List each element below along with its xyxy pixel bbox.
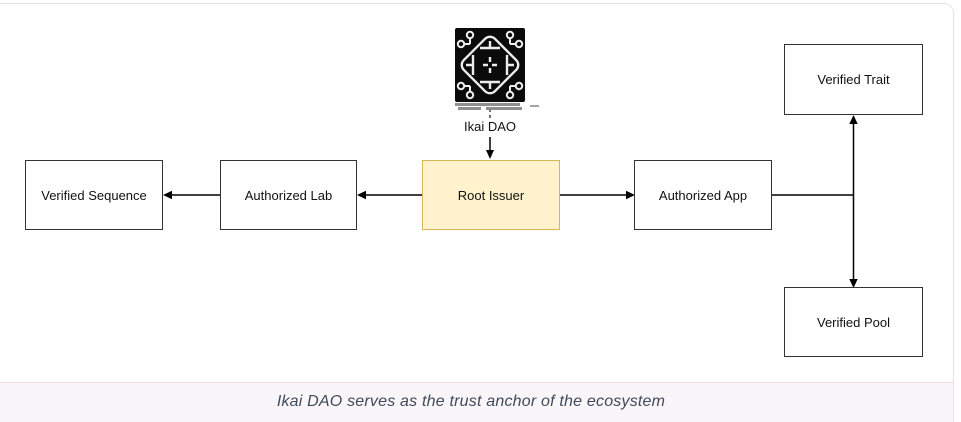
connector-lines <box>163 109 858 288</box>
node-authorized-lab[interactable]: Authorized Lab <box>220 160 357 230</box>
figure-caption-bar: Ikai DAO serves as the trust anchor of t… <box>0 382 953 422</box>
node-label: Verified Pool <box>817 314 890 330</box>
node-verified-pool[interactable]: Verified Pool <box>784 287 923 357</box>
arrowheads <box>163 115 858 288</box>
node-label: Authorized Lab <box>244 187 333 203</box>
node-verified-sequence[interactable]: Verified Sequence <box>25 160 163 230</box>
node-verified-trait[interactable]: Verified Trait <box>784 44 923 115</box>
icon-base-dash <box>530 105 539 107</box>
icon-base-bar <box>458 107 481 110</box>
icon-base-bar <box>455 103 520 106</box>
node-root-issuer[interactable]: Root Issuer <box>422 160 560 230</box>
dao-chip-icon <box>455 28 525 102</box>
node-label: Verified Sequence <box>41 187 147 203</box>
node-authorized-app[interactable]: Authorized App <box>634 160 772 230</box>
diagram-stage: Ikai DAO Verified Sequence Authorized La… <box>25 28 923 357</box>
icon-base-bar <box>486 107 522 110</box>
figure-caption: Ikai DAO serves as the trust anchor of t… <box>276 393 666 410</box>
anchor-label-ikai-dao: Ikai DAO <box>463 119 516 134</box>
node-label: Root Issuer <box>457 187 525 203</box>
node-label: Authorized App <box>658 187 748 203</box>
node-label: Verified Trait <box>817 72 890 87</box>
